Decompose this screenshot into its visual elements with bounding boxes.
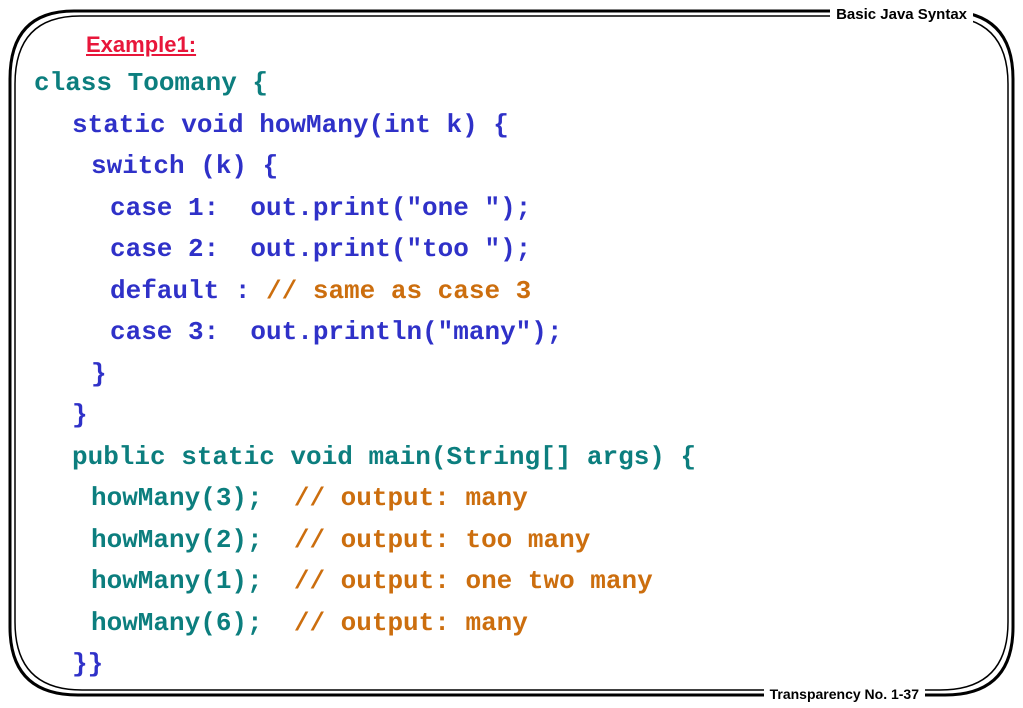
code-close-switch: } xyxy=(91,359,107,389)
code-method-declaration: static void howMany(int k) { xyxy=(72,110,509,140)
code-call-line: howMany(3); // output: many xyxy=(91,481,528,515)
code-call-line: howMany(2); // output: too many xyxy=(91,523,590,557)
code-call: howMany(3); xyxy=(91,483,294,513)
code-class-declaration: class Toomany { xyxy=(34,68,269,98)
code-default-label: default : xyxy=(110,276,267,306)
code-call-comment: // output: many xyxy=(293,483,528,513)
example-heading: Example1: xyxy=(86,32,197,57)
code-close-method: } xyxy=(72,400,88,430)
code-default-line: default : // same as case 3 xyxy=(110,274,531,308)
code-call-line: howMany(6); // output: many xyxy=(91,606,528,640)
code-case-2: case 2: out.print("too "); xyxy=(110,234,532,264)
code-call-comment: // output: too many xyxy=(293,525,591,555)
code-call-line: howMany(1); // output: one two many xyxy=(91,564,653,598)
transparency-number: Transparency No. 1-37 xyxy=(763,684,925,704)
slide-header-title: Basic Java Syntax xyxy=(830,5,973,25)
code-main-declaration: public static void main(String[] args) { xyxy=(72,442,697,472)
code-call: howMany(2); xyxy=(91,525,294,555)
code-default-comment: // same as case 3 xyxy=(266,276,532,306)
code-close-class: }} xyxy=(72,649,104,679)
code-case-1: case 1: out.print("one "); xyxy=(110,193,532,223)
code-switch-statement: switch (k) { xyxy=(91,151,279,181)
code-call-comment: // output: one two many xyxy=(293,566,653,596)
code-call-comment: // output: many xyxy=(293,608,528,638)
code-call: howMany(6); xyxy=(91,608,294,638)
code-case-3: case 3: out.println("many"); xyxy=(110,317,563,347)
code-call: howMany(1); xyxy=(91,566,294,596)
